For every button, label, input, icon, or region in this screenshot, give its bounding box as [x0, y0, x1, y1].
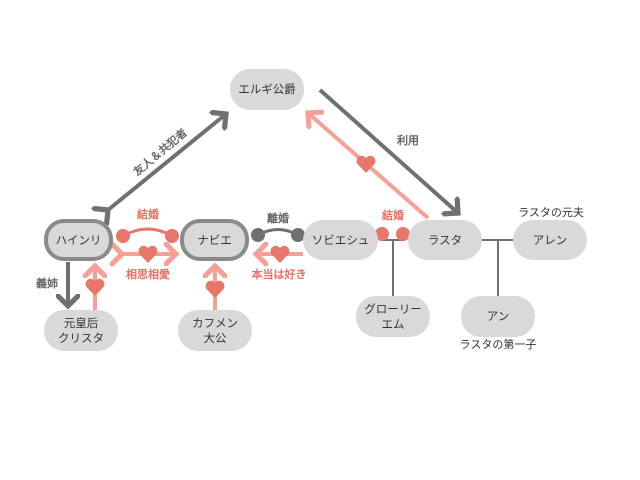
node-label: ソビエシュ: [311, 232, 370, 247]
node-label: ハインリ: [55, 232, 102, 247]
node-elgi: エルギ公爵: [230, 69, 304, 110]
node-sovieshu: ソビエシュ: [303, 220, 378, 260]
node-rasta: ラスタ: [408, 220, 482, 260]
node-label: カフメン: [192, 315, 238, 330]
label-sister-in-law: 義姉: [36, 277, 58, 290]
node-krista: 元皇后クリスタ: [44, 310, 118, 351]
marriage-arc: [122, 227, 173, 238]
caption-allen: ラスタの元夫: [518, 206, 584, 219]
node-ann: アン: [461, 296, 535, 337]
node-label: アン: [486, 309, 510, 323]
heart-icon: [138, 245, 158, 263]
node-allen: アレン: [513, 220, 587, 260]
friend-arrow: [108, 114, 226, 210]
node-label: エム: [381, 316, 405, 331]
node-label: ナビエ: [197, 232, 232, 247]
heart-icon: [85, 278, 105, 296]
node-glory: グローリーエム: [356, 296, 430, 337]
node-label: グローリー: [364, 301, 422, 316]
heart-icon: [205, 280, 225, 298]
node-kafmen: カフメン大公: [178, 310, 252, 351]
label-divorce: 離婚: [267, 212, 289, 225]
node-navie: ナビエ: [180, 219, 249, 261]
label-truly-likes: 本当は好き: [251, 268, 307, 281]
label-marriage: 結婚: [382, 209, 404, 222]
node-label: アレン: [532, 232, 568, 247]
node-label: クリスタ: [58, 330, 104, 345]
node-label: ラスタ: [427, 232, 463, 247]
label-marriage: 結婚: [137, 208, 159, 221]
caption-ann: ラスタの第一子: [459, 338, 537, 351]
use-arrow: [318, 88, 458, 213]
heart-icon: [270, 245, 290, 263]
label-mutual-love: 相思相愛: [126, 268, 170, 281]
node-label: エルギ公爵: [238, 82, 296, 96]
label-use: 利用: [397, 134, 419, 147]
node-label: 元皇后: [63, 315, 99, 330]
node-heinri: ハインリ: [44, 219, 113, 261]
node-label: 大公: [203, 330, 227, 345]
